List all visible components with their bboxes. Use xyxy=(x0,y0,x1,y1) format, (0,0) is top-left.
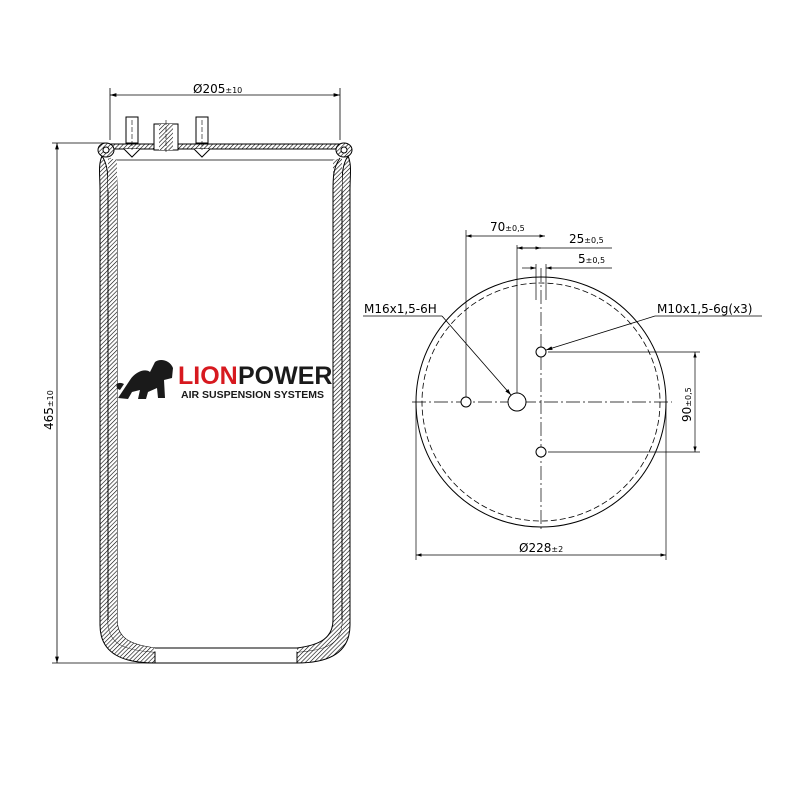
logo-tagline: AIR SUSPENSION SYSTEMS xyxy=(181,389,324,401)
dim-90-label: 90±0,5 xyxy=(680,387,694,422)
lionpower-logo: LION POWER AIR SUSPENSION SYSTEMS xyxy=(116,360,332,401)
side-diameter-label: Ø205±10 xyxy=(193,82,242,96)
top-view xyxy=(363,230,762,560)
logo-word-lion: LION xyxy=(178,362,238,390)
side-view-labels: Ø205±10 465±10 xyxy=(42,82,242,430)
dim-25-label: 25±0,5 xyxy=(569,232,604,246)
side-view xyxy=(52,88,353,664)
thread-studs-label: M10x1,5-6g(x3) xyxy=(657,302,753,316)
top-view-labels: 70±0,5 25±0,5 5±0,5 90±0,5 Ø228±2 M16x1,… xyxy=(364,220,753,555)
side-height-label: 465±10 xyxy=(42,390,56,430)
thread-center-label: M16x1,5-6H xyxy=(364,302,437,316)
dim-228-label: Ø228±2 xyxy=(519,541,563,555)
dim-70-label: 70±0,5 xyxy=(490,220,525,234)
logo-word-power: POWER xyxy=(238,362,332,390)
dim-5-label: 5±0,5 xyxy=(578,252,605,266)
lion-icon xyxy=(116,360,173,399)
